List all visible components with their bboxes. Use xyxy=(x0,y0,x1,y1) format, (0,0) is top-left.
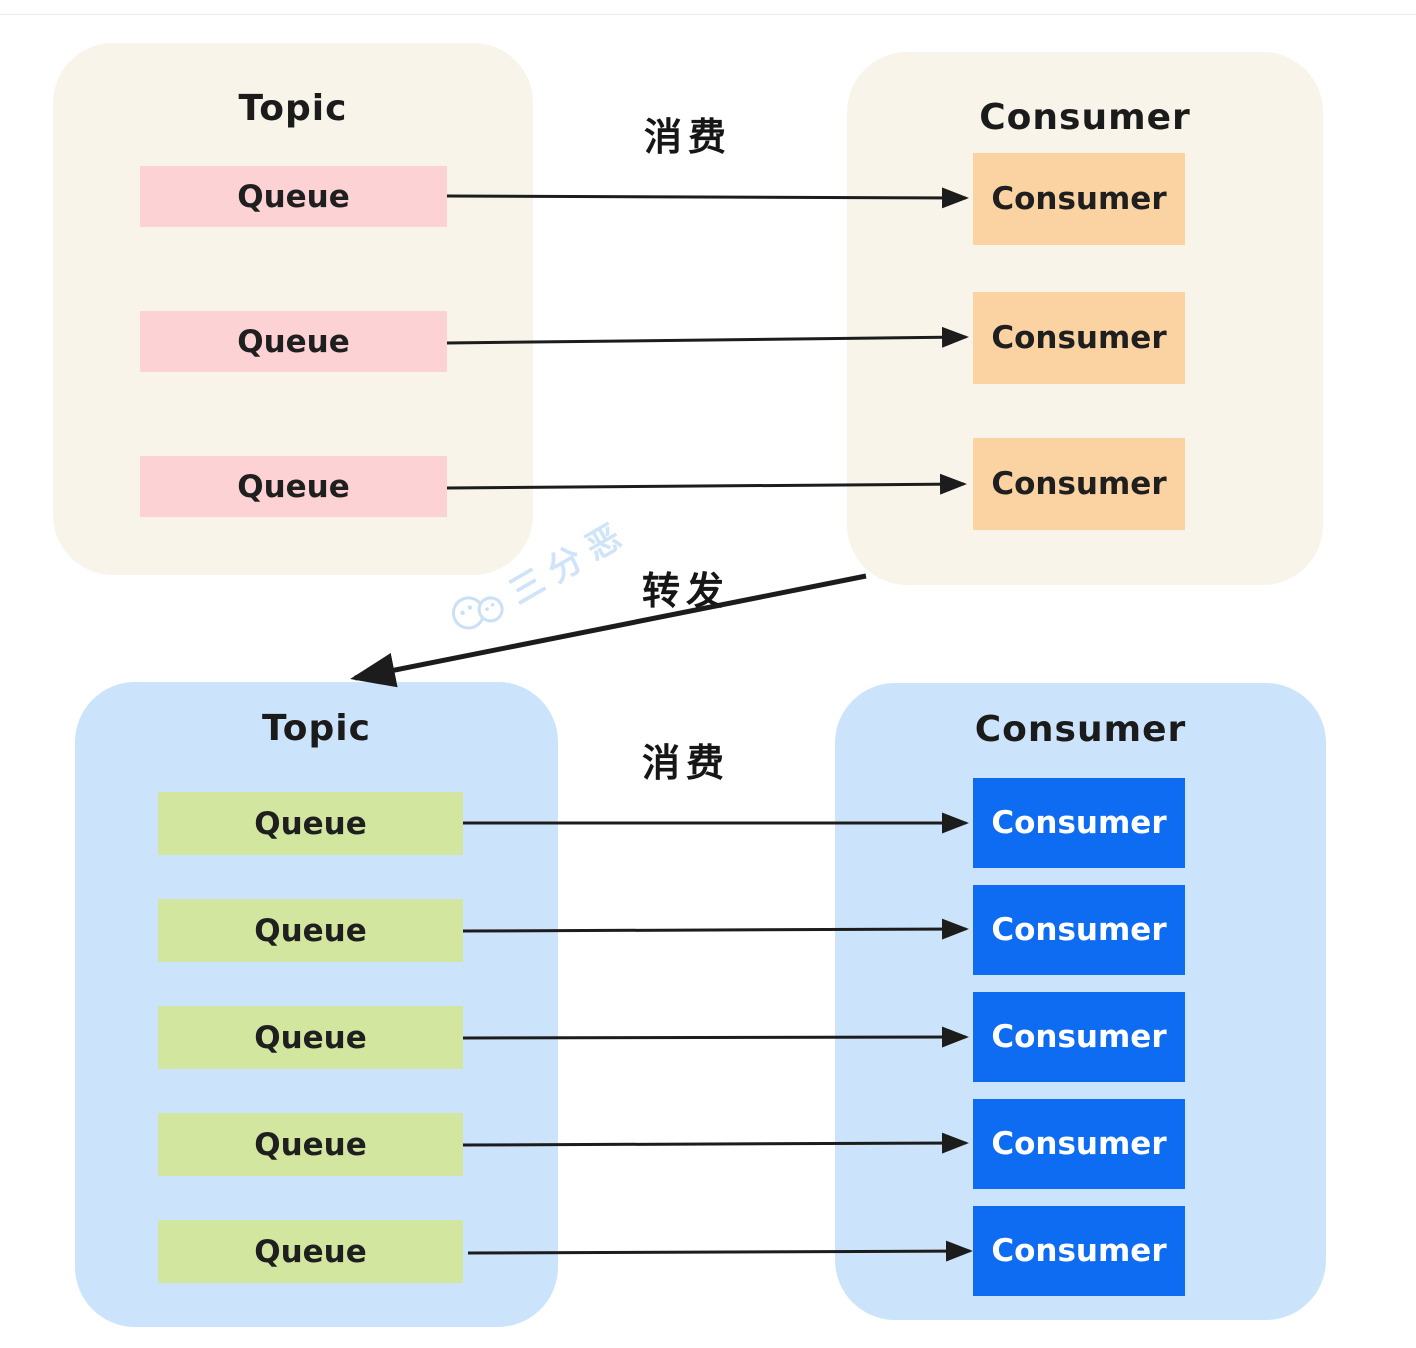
consumer-box: Consumer xyxy=(973,992,1185,1082)
consume-label-top: 消费 xyxy=(643,115,732,159)
topic-group-bottom: Topic xyxy=(75,682,558,1327)
queue-box: Queue xyxy=(158,1113,463,1176)
queue-box: Queue xyxy=(140,311,447,372)
consumer-title-bottom: Consumer xyxy=(974,709,1187,750)
consumer-box: Consumer xyxy=(973,778,1185,868)
queue-box: Queue xyxy=(158,1006,463,1069)
queue-box: Queue xyxy=(140,456,447,517)
topic-title-bottom: Topic xyxy=(262,708,371,749)
forward-label: 转发 xyxy=(641,569,730,613)
queue-box: Queue xyxy=(158,1220,463,1283)
consumer-box: Consumer xyxy=(973,153,1185,245)
consumer-box: Consumer xyxy=(973,885,1185,975)
consumer-box: Consumer xyxy=(973,1099,1185,1189)
consume-label-bottom: 消费 xyxy=(641,741,730,785)
queue-box: Queue xyxy=(158,899,463,962)
consumer-box: Consumer xyxy=(973,438,1185,530)
consumer-box: Consumer xyxy=(973,1206,1185,1296)
queue-box: Queue xyxy=(158,792,463,855)
top-divider-line xyxy=(0,14,1416,15)
queue-box: Queue xyxy=(140,166,447,227)
wechat-icon xyxy=(451,595,504,630)
consumer-title-top: Consumer xyxy=(979,97,1191,138)
topic-title-top: Topic xyxy=(238,88,348,129)
consumer-box: Consumer xyxy=(973,292,1185,384)
